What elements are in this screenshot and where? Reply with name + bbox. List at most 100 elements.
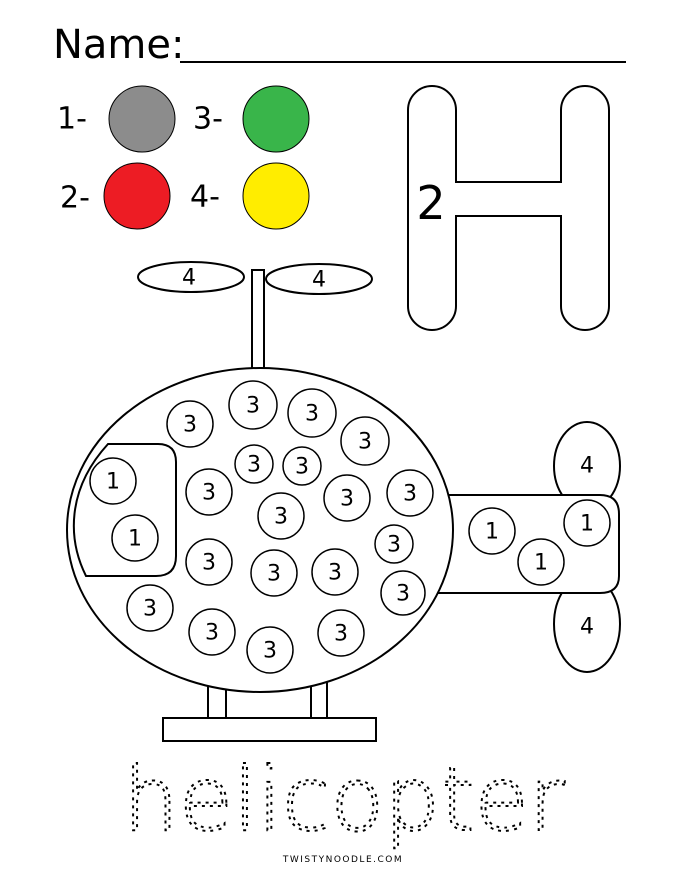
- body-dot: 3: [374, 524, 414, 564]
- body-dot-circle: [166, 400, 214, 448]
- body-dot-number: 3: [387, 533, 401, 558]
- body-dot-circle: [380, 570, 426, 616]
- body-dot: 3: [188, 608, 236, 656]
- footer-brand: TWISTYNOODLE.COM: [282, 855, 403, 865]
- body-dot: 3: [282, 446, 322, 486]
- body-dot: 3: [250, 549, 298, 597]
- body-dot: 3: [228, 380, 278, 430]
- body-dot-number: 3: [396, 582, 410, 607]
- body-dot-number: 3: [183, 413, 197, 438]
- color-key-label-4: 4-: [190, 180, 220, 215]
- tail-dot: 1: [468, 507, 516, 555]
- tail-dot-circle: [468, 507, 516, 555]
- body-dot: 3: [234, 444, 274, 484]
- body-dot-number: 3: [334, 622, 348, 647]
- tail-dot-number: 1: [580, 512, 594, 537]
- body-dot: 3: [380, 570, 426, 616]
- body-dot: 3: [257, 492, 305, 540]
- body-dot-circle: [126, 584, 174, 632]
- window-dot-circle: [89, 457, 137, 505]
- body-dot: 3: [185, 538, 233, 586]
- body-dot-number: 3: [267, 562, 281, 587]
- color-swatch-4: [242, 162, 310, 230]
- window-dot-number: 1: [128, 527, 142, 552]
- body-dot-circle: [323, 474, 371, 522]
- fin-top-label-number: 4: [580, 454, 594, 479]
- body-dot-number: 3: [305, 402, 319, 427]
- rotor-blade-right: [265, 263, 373, 295]
- body-dot: 3: [386, 469, 434, 517]
- color-key-label-3: 3-: [193, 102, 223, 137]
- body-dot-number: 3: [263, 639, 277, 664]
- tail-dot: 1: [517, 538, 565, 586]
- rotor-left-label-number: 4: [182, 266, 196, 291]
- color-key-label-1: 1-: [57, 102, 87, 137]
- landing-skid: [162, 717, 377, 742]
- color-key-item-1: 1-: [57, 85, 176, 153]
- color-swatch-2: [103, 162, 171, 230]
- body-dot-circle: [185, 468, 233, 516]
- body-dot-number: 3: [246, 394, 260, 419]
- body-dot: 3: [323, 474, 371, 522]
- rotor-right-label: 4: [312, 268, 326, 293]
- body-dot: 3: [317, 609, 365, 657]
- window-dot-circle: [111, 514, 159, 562]
- window-dot: 1: [89, 457, 137, 505]
- body-dot: 3: [185, 468, 233, 516]
- window-dot-number: 1: [106, 470, 120, 495]
- letter-h-outline: [407, 84, 610, 331]
- tail-dot-circle: [563, 499, 611, 547]
- body-dot-number: 3: [295, 455, 309, 480]
- body-dot-circle: [311, 548, 359, 596]
- color-key-item-3: 3-: [193, 85, 310, 153]
- body-dot-circle: [287, 388, 337, 438]
- body-dot-number: 3: [202, 481, 216, 506]
- color-key-item-4: 4-: [190, 162, 310, 230]
- letter-number: 2: [416, 176, 445, 230]
- body-dot-circle: [374, 524, 414, 564]
- body-dot-circle: [234, 444, 274, 484]
- fin-bottom-label-number: 4: [580, 615, 594, 640]
- body-dot: 3: [166, 400, 214, 448]
- color-key-label-2: 2-: [60, 181, 90, 216]
- rotor-left-label: 4: [182, 266, 196, 291]
- body-dot: 3: [126, 584, 174, 632]
- rotor-right-label-number: 4: [312, 268, 326, 293]
- body-dot-number: 3: [247, 453, 261, 478]
- body-dot-circle: [282, 446, 322, 486]
- body-dot-number: 3: [358, 430, 372, 455]
- body-dot-circle: [340, 416, 390, 466]
- fin-top-label: 4: [580, 454, 594, 479]
- tail-dot: 1: [563, 499, 611, 547]
- rotor-mast: [251, 269, 265, 377]
- rotor-blade-left: [137, 261, 245, 293]
- tail-dot-circle: [517, 538, 565, 586]
- body-dot: 3: [340, 416, 390, 466]
- body-dot-number: 3: [205, 621, 219, 646]
- tail-dot-number: 1: [534, 551, 548, 576]
- body-dot-number: 3: [340, 487, 354, 512]
- fin-bottom-label: 4: [580, 615, 594, 640]
- body-dot-circle: [250, 549, 298, 597]
- color-key-item-2: 2-: [60, 162, 171, 230]
- body-dot-circle: [185, 538, 233, 586]
- window-dot: 1: [111, 514, 159, 562]
- body-dot: 3: [287, 388, 337, 438]
- body-dot-circle: [246, 626, 294, 674]
- color-swatch-1: [108, 85, 176, 153]
- body-dot-circle: [257, 492, 305, 540]
- body-dot-number: 3: [202, 551, 216, 576]
- color-swatch-3: [242, 85, 310, 153]
- tail-dot-number: 1: [485, 520, 499, 545]
- body-dot: 3: [246, 626, 294, 674]
- body-dot-circle: [188, 608, 236, 656]
- body-dot-number: 3: [143, 597, 157, 622]
- body-dot-number: 3: [328, 561, 342, 586]
- body-dot: 3: [311, 548, 359, 596]
- color-key: 1- 2- 3- 4-: [57, 85, 310, 230]
- body-dot-circle: [228, 380, 278, 430]
- body-dot-circle: [317, 609, 365, 657]
- trace-word: helicopter: [123, 748, 566, 851]
